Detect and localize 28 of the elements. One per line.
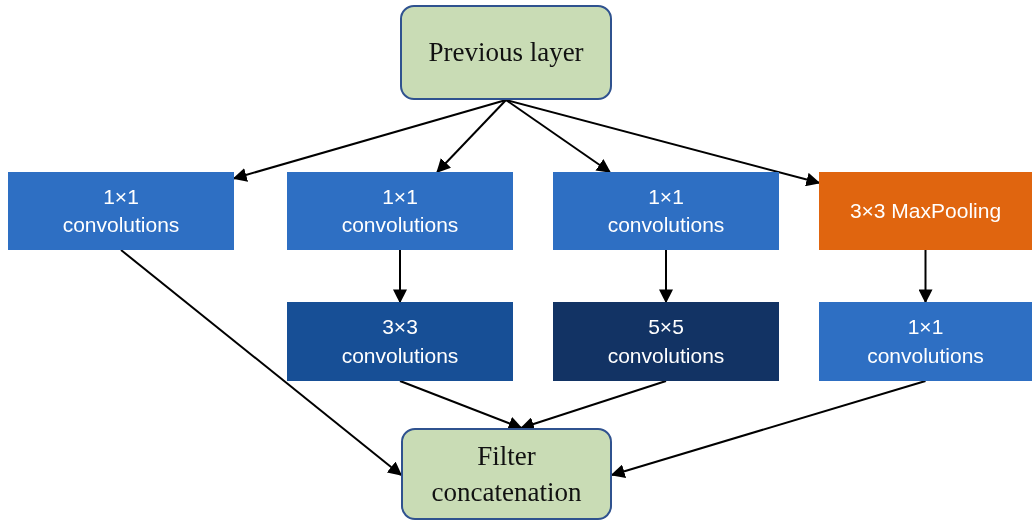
arrow <box>610 380 927 478</box>
arrow <box>399 380 523 430</box>
arrow <box>918 249 933 304</box>
layer-box <box>401 428 612 520</box>
arrow <box>393 249 407 304</box>
box-label: Previous layer <box>428 36 584 70</box>
convolution-box <box>287 172 513 250</box>
arrow <box>436 99 507 173</box>
box-label: Filter concatenation <box>431 439 582 509</box>
convolution-box <box>553 302 779 381</box>
arrow <box>659 249 673 304</box>
pooling-box <box>819 172 1032 250</box>
box-label: 3×3 convolutions <box>340 314 460 369</box>
convolution-box <box>287 302 513 381</box>
box-label: 1×1 convolutions <box>866 314 985 369</box>
box-label: 1×1 convolutions <box>61 183 181 238</box>
layer-box <box>400 5 612 100</box>
box-label: 5×5 convolutions <box>606 314 726 369</box>
arrow <box>505 99 821 187</box>
convolution-box <box>8 172 234 250</box>
convolution-box <box>819 302 1032 381</box>
arrow <box>505 99 611 173</box>
convolution-box <box>553 172 779 250</box>
box-label: 1×1 convolutions <box>606 183 726 238</box>
box-label: 1×1 convolutions <box>340 183 460 238</box>
arrow <box>519 380 667 431</box>
box-label: 3×3 MaxPooling <box>849 197 1002 224</box>
arrow <box>120 249 403 476</box>
